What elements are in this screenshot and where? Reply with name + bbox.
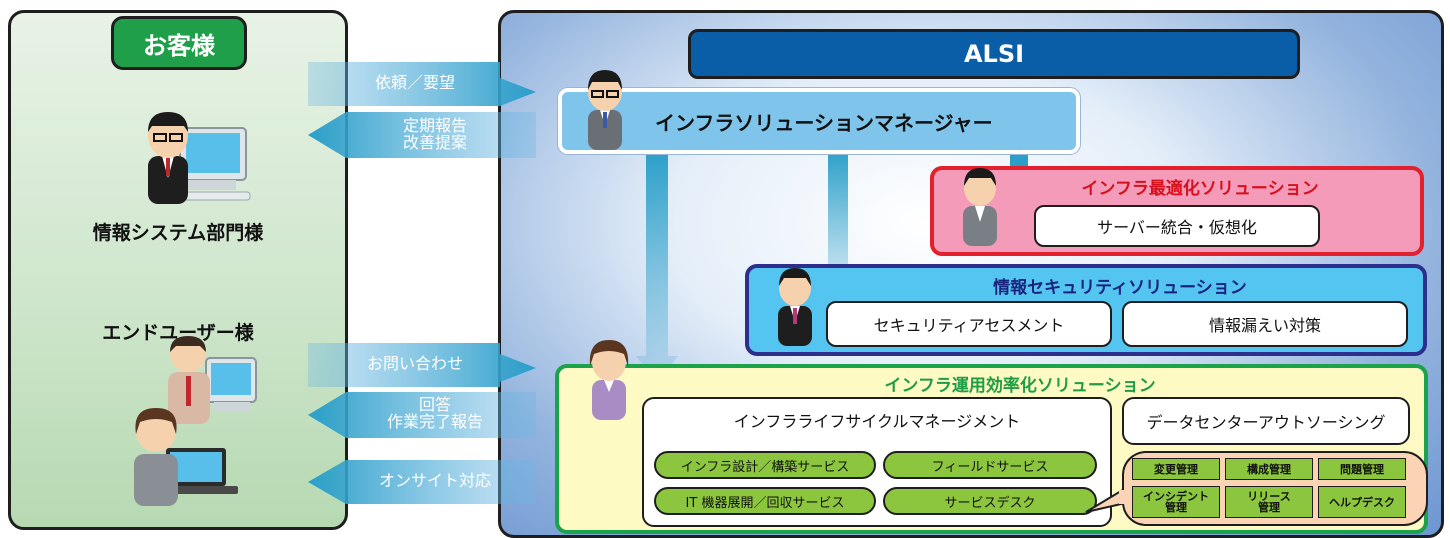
release-line-2: 管理 — [1257, 501, 1280, 514]
process-release-management: リリース管理 — [1225, 486, 1313, 518]
arrow-report-label-1: 定期報告 — [402, 116, 467, 135]
service-it-deploy: IT 機器展開／回収サービス — [654, 487, 876, 515]
arrow-onsite-label: オンサイト対応 — [378, 471, 491, 490]
manager-avatar — [588, 70, 622, 150]
customer-panel — [8, 10, 348, 530]
arrow-answer-label-2: 作業完了報告 — [386, 412, 483, 431]
end-users-label: エンドユーザー様 — [102, 322, 254, 344]
efficiency-title: インフラ運用効率化ソリューション — [884, 376, 1156, 396]
optimization-title: インフラ最適化ソリューション — [1081, 179, 1319, 199]
security-item-assessment: セキュリティアセスメント — [826, 301, 1112, 347]
lifecycle-title: インフラライフサイクルマネージメント — [733, 412, 1021, 431]
service-design-build: インフラ設計／構築サービス — [654, 451, 876, 479]
manager-box — [558, 88, 1080, 154]
incident-line-2: 管理 — [1165, 501, 1187, 514]
service-desk: サービスデスク — [883, 487, 1097, 515]
datacenter-outsourcing: データセンターアウトソーシング — [1122, 397, 1410, 445]
it-staff-illustration — [148, 112, 251, 204]
process-incident-management: インシデント管理 — [1132, 486, 1220, 518]
arrow-request-label: 依頼／要望 — [374, 73, 455, 92]
security-item-leak-prevention: 情報漏えい対策 — [1122, 301, 1408, 347]
it-department-label: 情報システム部門様 — [92, 222, 264, 244]
arrow-report-label-2: 改善提案 — [402, 133, 467, 152]
process-configuration-management: 構成管理 — [1225, 458, 1313, 480]
manager-label: インフラソリューションマネージャー — [655, 110, 993, 135]
incident-line-1: インシデント — [1143, 490, 1209, 503]
security-avatar — [778, 268, 812, 346]
process-problem-management: 問題管理 — [1318, 458, 1406, 480]
optimization-item-server: サーバー統合・仮想化 — [1034, 205, 1320, 247]
efficiency-avatar — [589, 340, 629, 420]
process-change-management: 変更管理 — [1132, 458, 1220, 480]
service-field: フィールドサービス — [883, 451, 1097, 479]
optimization-avatar — [963, 168, 997, 246]
customer-title: お客様 — [111, 16, 247, 70]
alsi-header: ALSI — [688, 29, 1300, 79]
arrow-inquiry-label: お問い合わせ — [366, 354, 463, 373]
release-line-1: リリース — [1247, 490, 1291, 503]
arrow-answer-label-1: 回答 — [418, 395, 451, 414]
end-users-illustration — [134, 336, 257, 506]
process-helpdesk: ヘルプデスク — [1318, 486, 1406, 518]
security-title: 情報セキュリティソリューション — [993, 278, 1247, 298]
